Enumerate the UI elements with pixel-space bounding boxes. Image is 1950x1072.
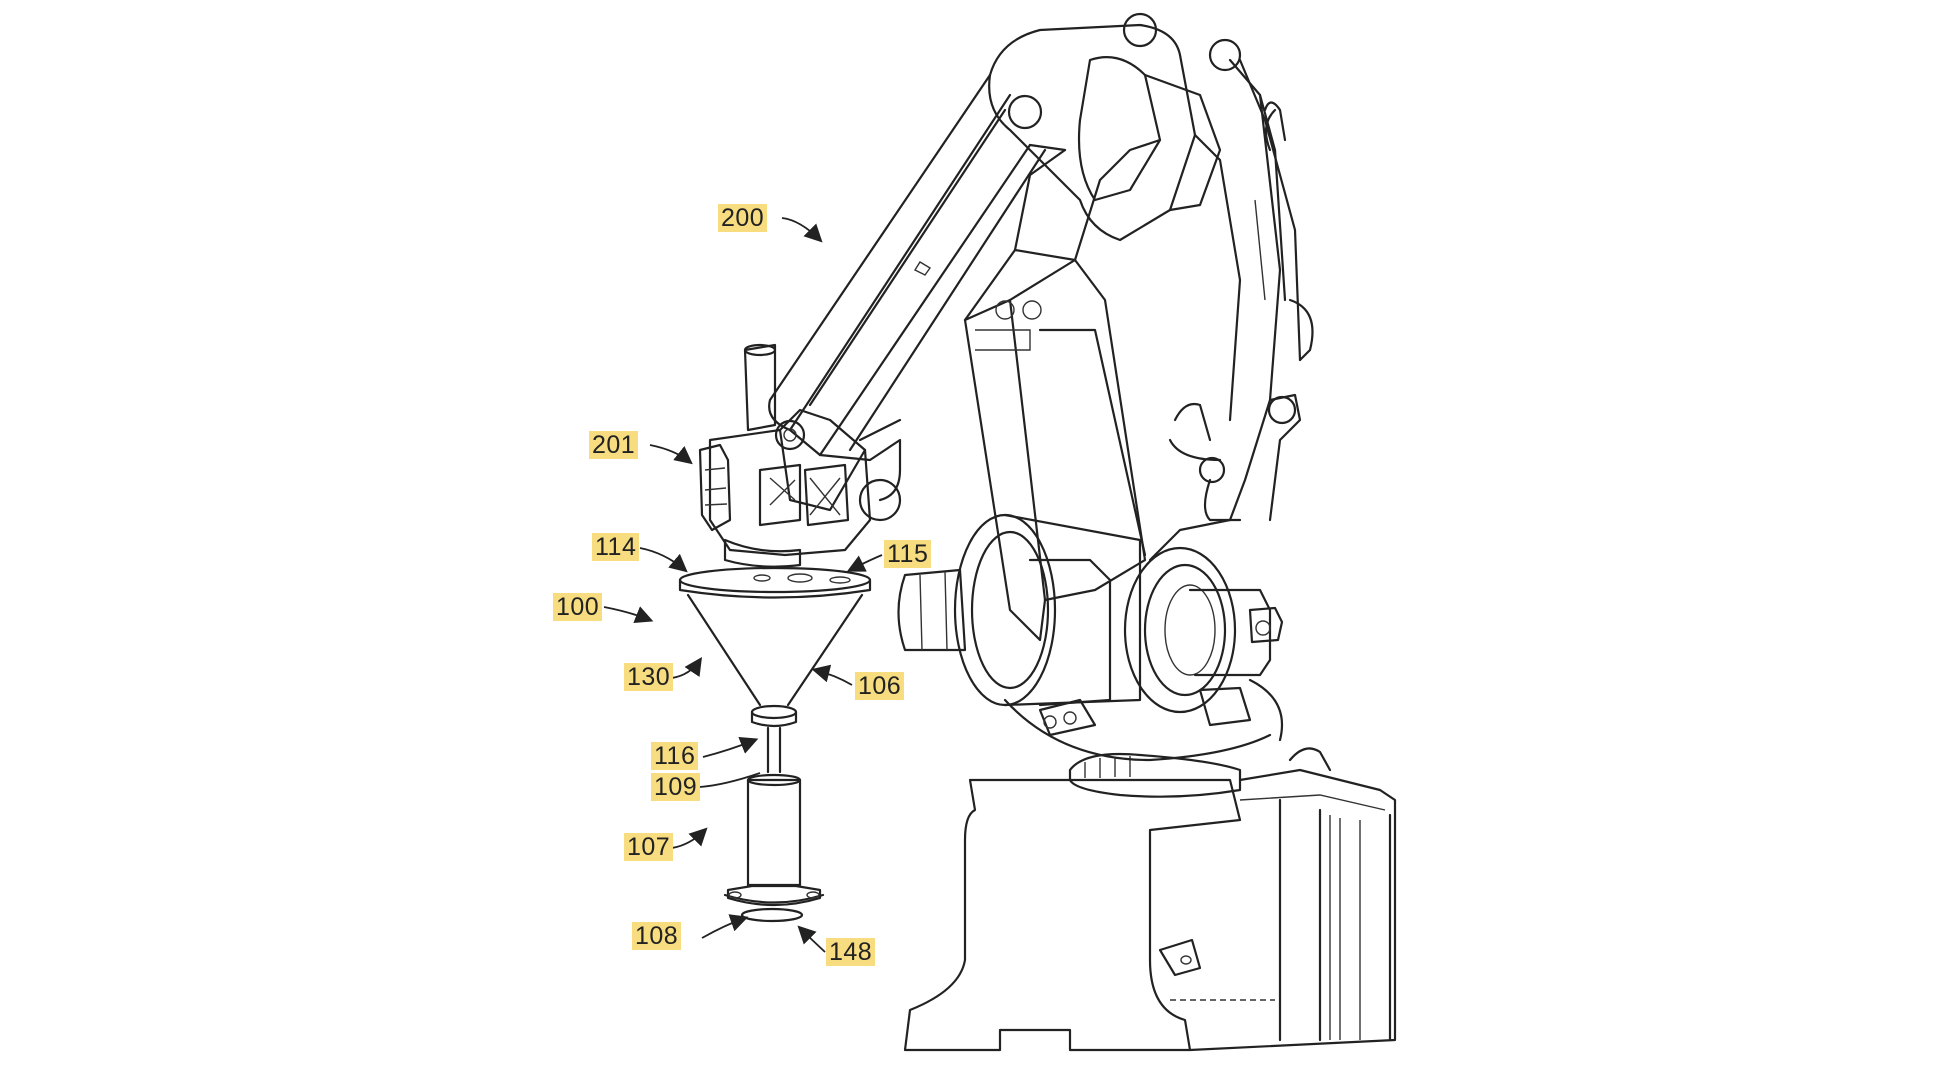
ref-label-107: 107: [624, 833, 674, 861]
ref-label-130: 130: [624, 663, 674, 691]
robot-boom: [768, 73, 1067, 522]
robot-upper-arm: [988, 12, 1314, 522]
ref-label-108: 108: [632, 922, 682, 950]
robot-turret: [897, 513, 1284, 762]
ref-label-201: 201: [589, 431, 639, 459]
ref-label-148: 148: [826, 938, 876, 966]
ref-label-115: 115: [884, 540, 932, 568]
hopper-assembly: [678, 566, 872, 923]
robot-lower-arm: [963, 138, 1232, 642]
robot-wrist: [698, 343, 872, 568]
ref-label-114: 114: [592, 533, 640, 561]
ref-label-200: 200: [718, 204, 768, 232]
ref-label-109: 109: [651, 773, 701, 801]
ref-label-100: 100: [553, 593, 603, 621]
ref-label-116: 116: [651, 742, 699, 770]
leader-lines: [603, 217, 883, 953]
robot-pedestal: [903, 747, 1397, 1052]
ref-label-106: 106: [855, 672, 905, 700]
